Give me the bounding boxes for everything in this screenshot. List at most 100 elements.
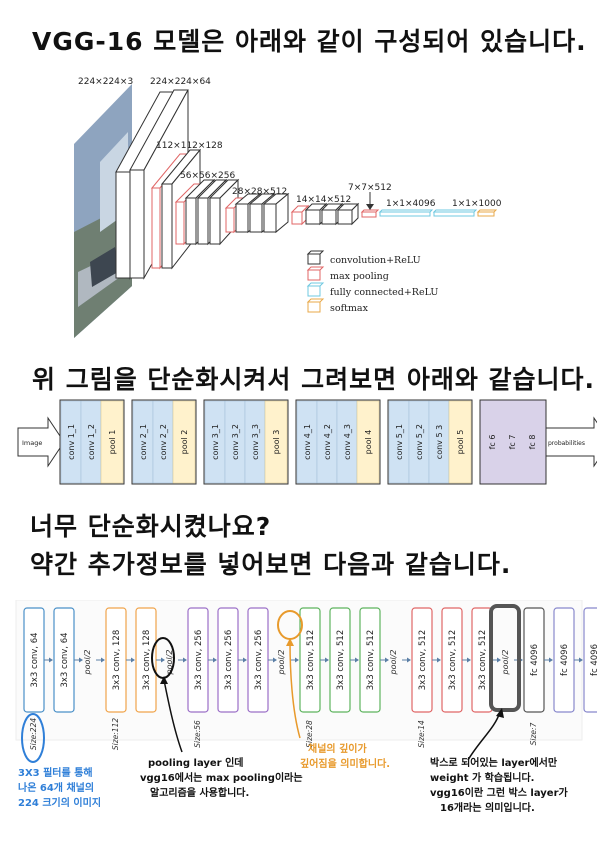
layer-box — [583, 607, 597, 713]
pool-label: pool/2 — [501, 650, 510, 676]
stage5-blocks — [290, 202, 360, 226]
note-line: weight 가 학습됩니다. — [430, 773, 535, 784]
heading-more-info: 약간 추가정보를 넣어보면 다음과 같습니다. — [30, 550, 512, 579]
pool-layer-box — [264, 400, 288, 484]
note-line: 알고리즘을 사용합니다. — [150, 788, 250, 799]
size-label: Size:224 — [29, 718, 38, 750]
pool-label: pool/2 — [277, 650, 286, 676]
pool-layer-label: pool 1 — [108, 430, 117, 455]
note-line: vgg16이란 그런 박스 layer가 — [430, 788, 568, 799]
layer-label: 3x3 conv, 64 — [60, 632, 70, 687]
pool-layer-box — [100, 400, 124, 484]
flow-arrow-head — [579, 657, 583, 663]
layer-label: fc 4096 — [590, 644, 597, 676]
heading-vgg16-structure: VGG-16 모델은 아래와 같이 구성되어 있습니다. — [32, 27, 587, 56]
pool-layer-label: pool 5 — [456, 430, 465, 455]
pool-layer-label: pool 3 — [272, 430, 281, 455]
layer-label: 3x3 conv, 256 — [224, 630, 234, 690]
dim-label: 56×56×256 — [180, 171, 235, 181]
conv-layer-label: conv 5 3 — [435, 425, 444, 459]
flow-arrow-head — [549, 657, 553, 663]
layer-label: 3x3 conv, 256 — [254, 630, 264, 690]
input-arrow — [17, 416, 65, 468]
heading-simplified: 위 그림을 단순화시켜서 그려보면 아래와 같습니다. — [32, 365, 596, 394]
note-pooling: pooling layer 인데 vgg16에서는 max pooling이라는… — [140, 756, 303, 801]
dim-label: 1×1×4096 — [386, 199, 436, 209]
flow-arrow-head — [325, 657, 329, 663]
note-line: 3X3 필터를 통해 — [18, 768, 93, 779]
layer-label: 3x3 conv, 128 — [112, 630, 122, 690]
fc-layer-label: fc 7 — [508, 435, 517, 450]
conv-layer-label: conv 5_2 — [415, 424, 424, 460]
dim-label: 224×224×64 — [150, 77, 211, 87]
flow-arrow-head — [355, 657, 359, 663]
conv-layer-label: conv 4_2 — [323, 424, 332, 460]
conv-layer-label: conv 5_1 — [395, 424, 404, 460]
dim-label: 28×28×512 — [232, 187, 287, 197]
note-line: 채널의 깊이가 — [308, 744, 367, 755]
pool-layer-box — [172, 400, 196, 484]
layer-label: 3x3 conv, 512 — [448, 630, 458, 690]
pool-layer-label: pool 4 — [364, 430, 373, 455]
note-line: 16개라는 의미입니다. — [440, 803, 535, 814]
fc-blocks — [360, 192, 498, 218]
size-label: Size:7 — [529, 722, 538, 745]
flow-arrow-head — [79, 657, 83, 663]
legend-conv: convolution+ReLU — [330, 255, 421, 266]
layer-label: 3x3 conv, 512 — [478, 630, 488, 690]
legend-maxpool: max pooling — [330, 271, 389, 282]
diagram-frame — [15, 600, 583, 741]
layer-label: 3x3 conv, 512 — [336, 630, 346, 690]
dim-label: 1×1×1000 — [452, 199, 502, 209]
flow-arrow-head — [467, 657, 471, 663]
flow-arrow-head — [213, 657, 217, 663]
fc-layer-label: fc 8 — [528, 435, 537, 450]
flow-arrow-head — [243, 657, 247, 663]
input-label: Image — [22, 439, 42, 447]
output-label: probabilities — [548, 440, 585, 447]
flow-arrow-head — [385, 657, 389, 663]
conv-layer-label: conv 4_1 — [303, 424, 312, 460]
pool-label: pool/2 — [83, 650, 92, 676]
layer-label: 3x3 conv, 64 — [30, 632, 40, 687]
layer-label: 3x3 conv, 512 — [366, 630, 376, 690]
legend: convolution+ReLU max pooling fully conne… — [306, 250, 438, 314]
flow-arrow-head — [101, 657, 105, 663]
pool-layer-label: pool 2 — [180, 430, 189, 455]
conv-layer-label: conv 4_3 — [343, 424, 352, 460]
dim-label: 224×224×3 — [78, 77, 133, 87]
conv-layer-label: conv 2_1 — [139, 424, 148, 460]
note-line: vgg16에서는 max pooling이라는 — [140, 773, 303, 784]
layer-label: fc 4096 — [560, 644, 570, 676]
conv-layer-label: conv 1_2 — [87, 424, 96, 460]
heading-too-simple: 너무 단순화시켰나요? — [30, 512, 272, 541]
layer-label: 3x3 conv, 512 — [418, 630, 428, 690]
pool-label: pool/2 — [389, 650, 398, 676]
note-channel-depth: 채널의 깊이가 깊어짐을 의미합니다. — [300, 742, 390, 772]
note-size224: 3X3 필터를 통해 나온 64개 채널의 224 크기의 이미지 — [18, 766, 101, 811]
size-label: Size:112 — [111, 718, 120, 750]
conv-layer-label: conv 2_2 — [159, 424, 168, 460]
note-line: pooling layer 인데 — [148, 758, 244, 769]
note-weights: 박스로 되어있는 layer에서만 weight 가 학습됩니다. vgg16이… — [430, 756, 568, 816]
size-label: Size:28 — [305, 720, 314, 748]
conv-layer-label: conv 3_2 — [231, 424, 240, 460]
note-line: 박스로 되어있는 layer에서만 — [430, 758, 558, 769]
layer-label: 3x3 conv, 256 — [194, 630, 204, 690]
pool-label: pool/2 — [165, 650, 174, 676]
note-line: 깊어짐을 의미합니다. — [300, 759, 391, 770]
layer-label: fc 4096 — [530, 644, 540, 676]
stage4-blocks — [224, 192, 290, 234]
flow-arrow-head — [49, 657, 53, 663]
flow-arrow-head — [131, 657, 135, 663]
layer-label: 3x3 conv, 512 — [306, 630, 316, 690]
legend-softmax: softmax — [330, 303, 369, 314]
vgg16-3d-architecture-figure: 224×224×3 224×224×64 112×112×128 56×56×2… — [74, 77, 502, 338]
conv-layer-label: conv 3_3 — [251, 424, 260, 460]
dim-label: 112×112×128 — [156, 141, 223, 151]
output-arrow — [545, 416, 597, 468]
flow-arrow-head — [183, 657, 187, 663]
note-line: 나온 64개 채널의 — [18, 783, 95, 794]
dim-label: 7×7×512 — [348, 183, 392, 193]
